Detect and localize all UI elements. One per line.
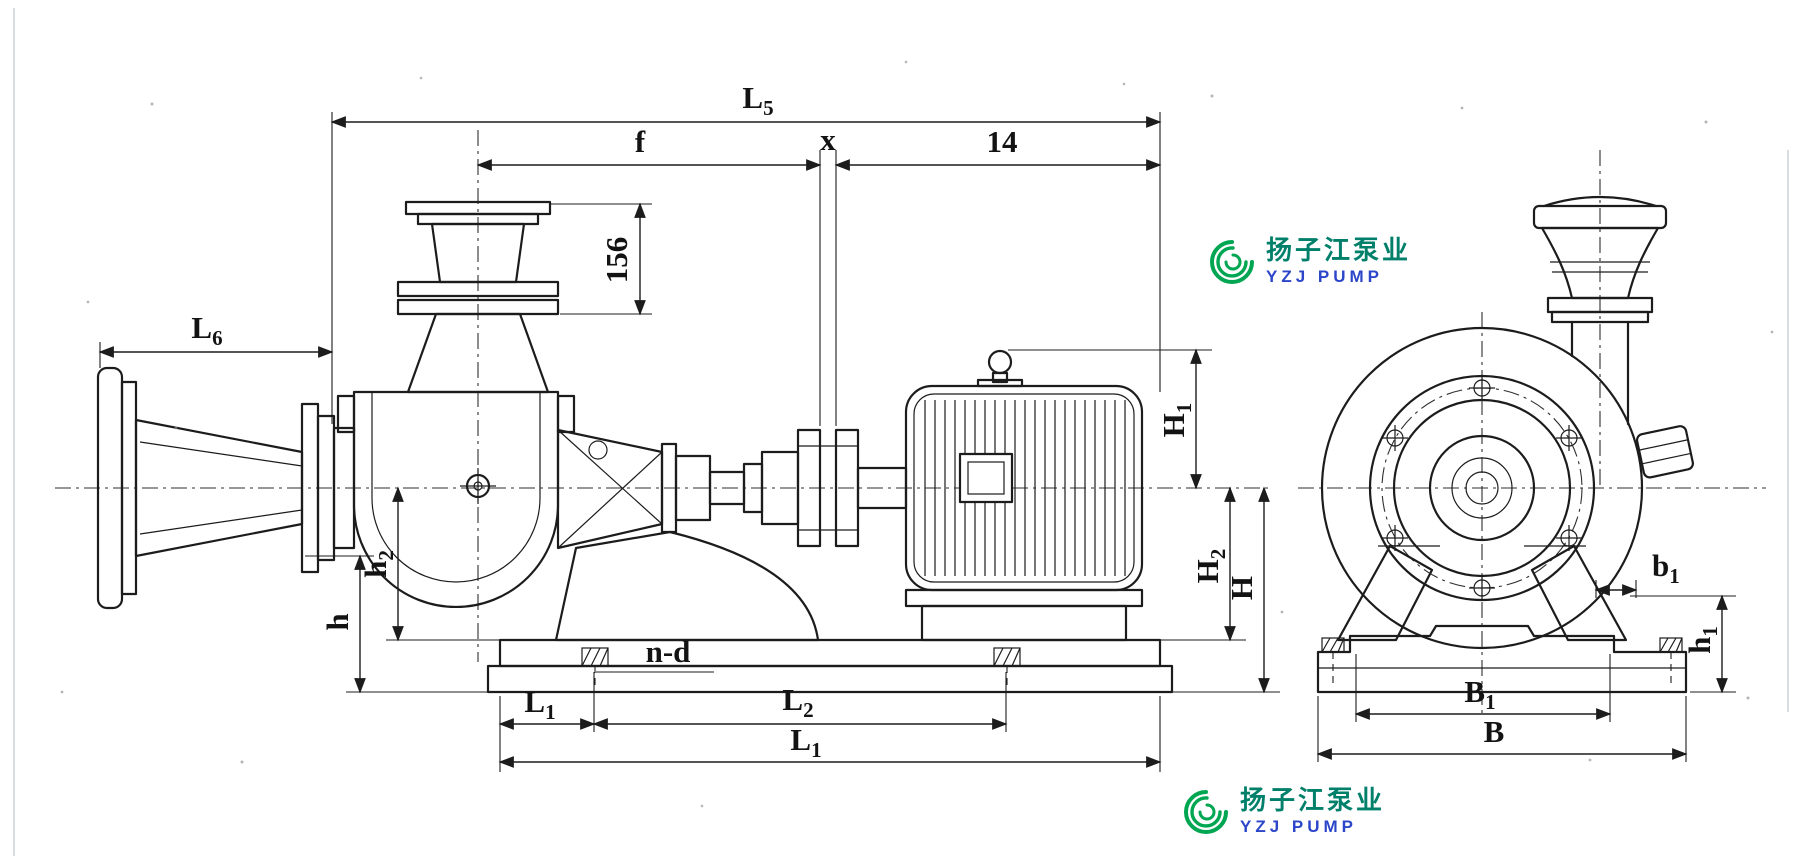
dim-label-L6: L6 — [191, 310, 222, 350]
scan-page-edges — [13, 8, 1789, 856]
logo-english-name: YZJ PUMP — [1266, 266, 1384, 286]
pump-end-view — [1316, 195, 1694, 694]
dim-label-L5: L5 — [742, 80, 773, 120]
dim-label-B: B — [1484, 714, 1505, 749]
dim-label-156: 156 — [599, 237, 634, 284]
yzj-logo-bottom: 扬子江泵业 YZJ PUMP — [1182, 788, 1385, 836]
motor-eyebolt — [987, 349, 1013, 375]
dim-label-L1-left: L1 — [524, 684, 555, 724]
yzj-logo-top: 扬子江泵业 YZJ PUMP — [1208, 238, 1411, 286]
dim-label-H: H — [1224, 576, 1259, 600]
logo-text-block: 扬子江泵业 YZJ PUMP — [1240, 788, 1385, 835]
dim-label-b1: b1 — [1652, 548, 1680, 588]
extension-lines — [99, 112, 1736, 772]
dim-label-x: x — [820, 122, 836, 157]
dim-label-14: 14 — [987, 124, 1018, 159]
anchor-bolt-end-left — [1321, 637, 1345, 688]
scan-speckles — [60, 60, 1774, 808]
dimension-labels: L5 f x 14 156 L6 H1 H2 H h2 h n-d L1 L2 … — [191, 80, 1722, 762]
centerlines — [55, 130, 1766, 716]
anchor-bolt-left — [581, 647, 609, 690]
swirl-logo-icon — [1184, 790, 1228, 834]
logo-chinese-name: 扬子江泵业 — [1240, 786, 1386, 817]
dim-label-h2: h2 — [358, 550, 398, 578]
dim-label-H2: H2 — [1190, 549, 1230, 584]
dim-label-L2: L2 — [782, 682, 813, 722]
dim-label-f: f — [635, 124, 646, 159]
dim-label-H1: H1 — [1156, 403, 1196, 438]
casing-side-plug — [1635, 425, 1694, 479]
dimension-lines — [98, 116, 1728, 768]
dim-label-nd: n-d — [646, 634, 691, 669]
dim-label-h1: h1 — [1682, 626, 1722, 654]
dim-label-L1-bottom: L1 — [790, 722, 821, 762]
logo-text-block: 扬子江泵业 YZJ PUMP — [1266, 238, 1411, 285]
logo-english-name: YZJ PUMP — [1240, 816, 1358, 836]
dim-label-h: h — [320, 613, 355, 630]
pump-side-view — [96, 200, 1174, 694]
anchor-bolt-right — [993, 647, 1021, 690]
anchor-bolt-end-right — [1659, 637, 1683, 688]
logo-chinese-name: 扬子江泵业 — [1266, 236, 1412, 267]
dim-label-B1: B1 — [1464, 674, 1495, 714]
swirl-logo-icon — [1210, 240, 1254, 284]
